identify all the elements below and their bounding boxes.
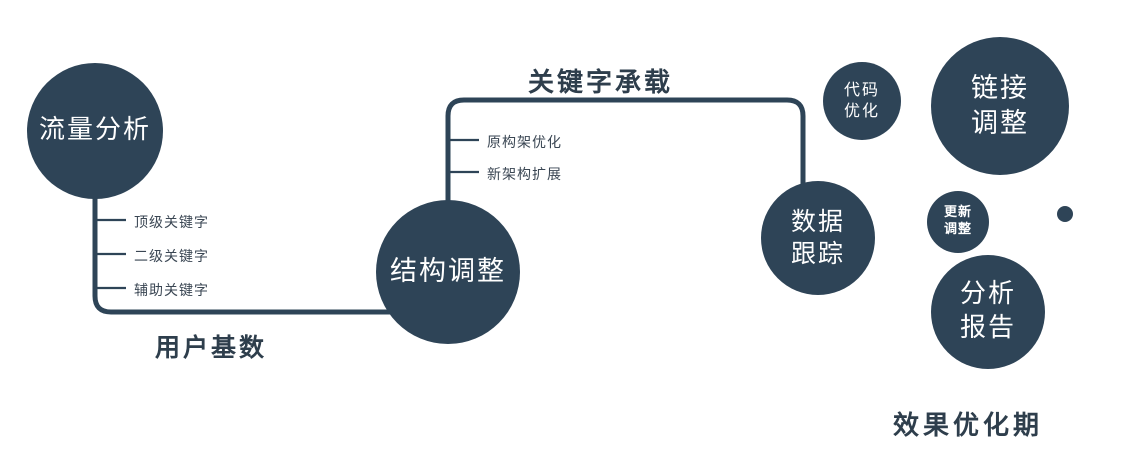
node-code-optimization-line1: 代码 bbox=[843, 80, 880, 100]
tick-label-top-keywords: 顶级关键字 bbox=[134, 215, 209, 231]
small-dot bbox=[1057, 206, 1073, 222]
node-data-tracking: 数据 跟踪 bbox=[761, 181, 875, 295]
node-structure-adjustment: 结构调整 bbox=[376, 200, 520, 344]
connector-traffic-to-structure bbox=[92, 180, 405, 315]
node-traffic-analysis: 流量分析 bbox=[27, 63, 163, 199]
node-update-adjustment-line2: 调整 bbox=[943, 222, 972, 237]
node-code-optimization: 代码 优化 bbox=[823, 62, 901, 140]
node-code-optimization-line2: 优化 bbox=[843, 101, 880, 120]
tick-label-new-architecture: 新架构扩展 bbox=[487, 167, 562, 183]
node-update-adjustment-line1: 更新 bbox=[943, 205, 972, 221]
node-data-tracking-line2: 跟踪 bbox=[790, 239, 845, 268]
connector-structure-to-data-tracking bbox=[445, 97, 806, 212]
node-link-adjustment: 链接 调整 bbox=[931, 37, 1069, 175]
edge-label-keyword-bearing: 关键字承载 bbox=[528, 68, 674, 98]
node-update-adjustment: 更新 调整 bbox=[927, 191, 989, 253]
node-analysis-report-line1: 分析 bbox=[959, 279, 1016, 310]
edge-label-user-base: 用户基数 bbox=[155, 333, 268, 362]
node-traffic-analysis-label: 流量分析 bbox=[38, 115, 151, 146]
node-link-adjustment-line2: 调整 bbox=[971, 108, 1029, 139]
caption-effect-optimization-period: 效果优化期 bbox=[893, 411, 1044, 441]
tick-label-auxiliary-keywords: 辅助关键字 bbox=[134, 283, 209, 299]
tick-label-original-architecture: 原构架优化 bbox=[487, 135, 562, 151]
node-link-adjustment-line1: 链接 bbox=[971, 72, 1029, 104]
node-analysis-report: 分析 报告 bbox=[931, 255, 1045, 369]
node-analysis-report-line2: 报告 bbox=[959, 313, 1016, 343]
node-structure-adjustment-label: 结构调整 bbox=[390, 256, 506, 288]
tick-label-second-keywords: 二级关键字 bbox=[134, 249, 209, 265]
node-data-tracking-line1: 数据 bbox=[790, 206, 845, 236]
